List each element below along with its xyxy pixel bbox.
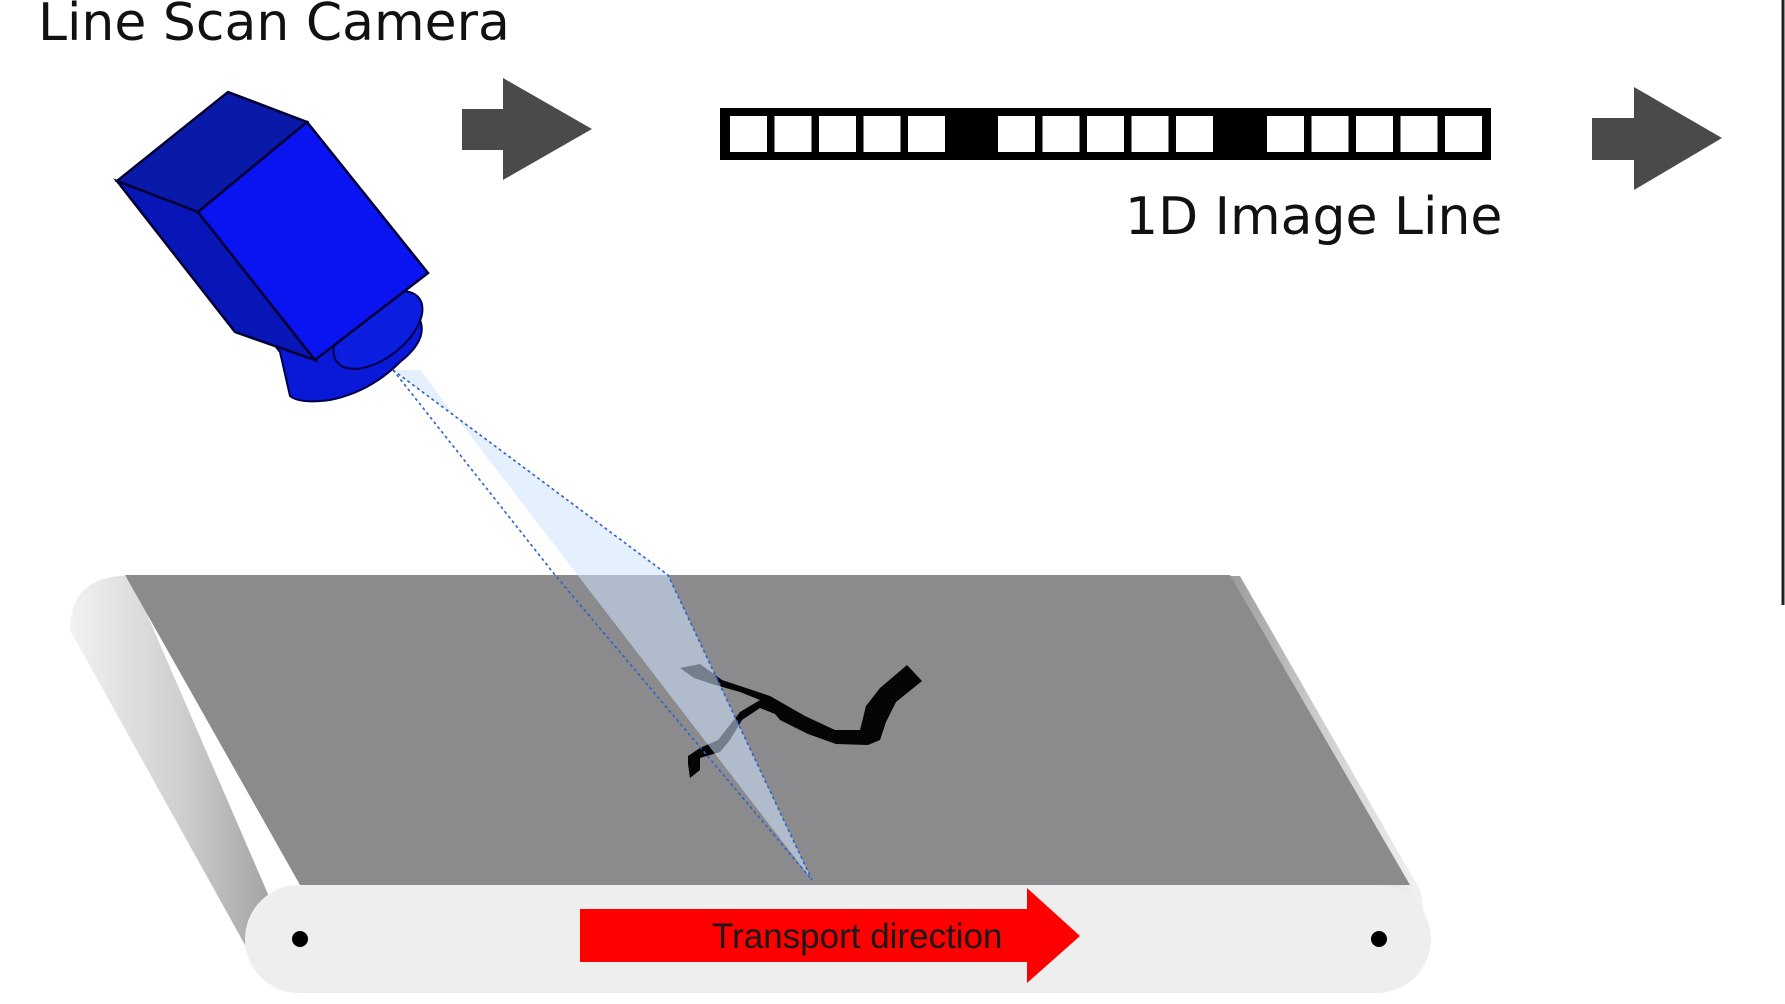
image-pixel (774, 116, 812, 152)
image-line-strip (720, 108, 1491, 160)
image-pixel (1311, 116, 1349, 152)
flow-arrow-2 (1592, 87, 1722, 190)
image-pixel (819, 116, 856, 152)
image-pixel (1042, 116, 1080, 152)
image-pixel (1400, 116, 1438, 152)
image-pixel (1445, 116, 1482, 152)
camera-icon (113, 90, 430, 403)
image-pixel (863, 116, 901, 152)
belt-surface (125, 575, 1410, 885)
image-pixel (1267, 116, 1304, 152)
transport-label: Transport direction (712, 917, 1003, 956)
image-line-label: 1D Image Line (1125, 187, 1502, 247)
image-pixel (1356, 116, 1393, 152)
camera-title: Line Scan Camera (38, 0, 510, 53)
image-pixel (908, 116, 945, 152)
image-pixel (730, 116, 767, 152)
image-pixel (1176, 116, 1213, 152)
image-pixel (998, 116, 1035, 152)
roller-axle-left (292, 931, 308, 947)
scanned-object (680, 664, 922, 778)
image-pixel (1087, 116, 1124, 152)
transport-arrow (580, 888, 1080, 983)
roller-axle-right (1371, 931, 1387, 947)
image-pixel (1131, 116, 1169, 152)
view-cone-edges (392, 369, 813, 881)
flow-arrow-1 (462, 78, 592, 180)
